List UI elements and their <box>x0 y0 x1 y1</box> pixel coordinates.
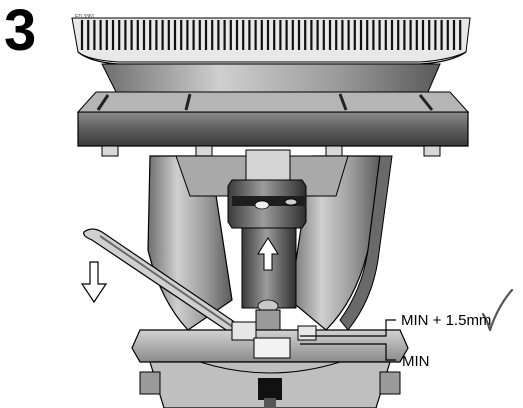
lower-level-label: MIN <box>402 353 430 370</box>
upper-level-label: MIN + 1.5mm <box>401 312 492 329</box>
arrow-down-icon <box>80 261 108 304</box>
arrow-up-icon <box>257 237 279 271</box>
flange-bolts <box>101 145 441 157</box>
mounting-flange <box>76 91 470 147</box>
level-leader-lines <box>300 319 396 361</box>
figure-reference-code: ED 3361 <box>75 14 95 20</box>
coupling-fins <box>71 17 471 65</box>
pump-base <box>131 321 409 408</box>
check-mark-icon <box>481 288 514 332</box>
hub-cone <box>101 63 441 93</box>
step-number: 3 <box>4 0 37 63</box>
